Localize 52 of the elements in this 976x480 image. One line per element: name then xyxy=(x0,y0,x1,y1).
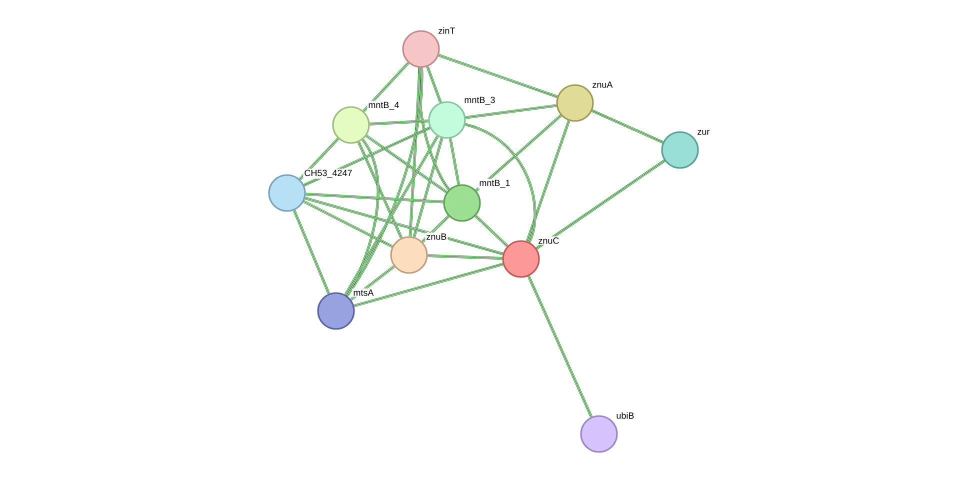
interaction-line xyxy=(474,215,508,247)
interaction-line xyxy=(346,68,424,296)
interaction-line xyxy=(418,67,450,190)
node-label: mntB_4 xyxy=(368,102,399,110)
interaction-line xyxy=(465,104,557,119)
protein-node: ubiB xyxy=(580,411,636,453)
interaction-line xyxy=(362,62,410,112)
interaction-line xyxy=(438,54,558,98)
node-label: mntB_1 xyxy=(480,180,510,188)
protein-node: znuC xyxy=(502,236,560,278)
protein-node: CH53_4247 xyxy=(268,168,354,212)
protein-node: znuB xyxy=(390,232,448,274)
interaction-line xyxy=(426,66,442,103)
node-label: CH53_4247 xyxy=(304,170,352,178)
interaction-line xyxy=(527,276,593,418)
protein-node: mtsA xyxy=(317,288,375,330)
protein-node: znuA xyxy=(556,80,614,122)
interaction-line xyxy=(412,138,444,238)
protein-node: zur xyxy=(661,128,711,169)
protein-node: mntB_4 xyxy=(332,100,400,144)
interaction-line xyxy=(449,138,460,185)
interaction-line xyxy=(464,123,536,243)
protein-node: zinT xyxy=(402,26,456,68)
node-label: zinT xyxy=(438,27,455,34)
interaction-line xyxy=(475,114,562,192)
interaction-line xyxy=(366,134,448,194)
interaction-line xyxy=(526,120,570,242)
node-label: znuB xyxy=(426,234,446,240)
interaction-line xyxy=(345,138,380,296)
interaction-line xyxy=(350,265,395,301)
protein-node: mntB_3 xyxy=(428,96,496,139)
interaction-line xyxy=(344,136,439,296)
interaction-line xyxy=(305,192,444,204)
interaction-line xyxy=(369,120,429,126)
protein-node: mntB_1 xyxy=(443,178,512,222)
interaction-line xyxy=(536,160,666,250)
node-label: znuA xyxy=(592,82,613,88)
interaction-line xyxy=(408,67,422,237)
node-label: znuC xyxy=(538,237,559,244)
interaction-line xyxy=(592,110,664,144)
node-label: mntB_3 xyxy=(464,96,495,105)
interaction-line xyxy=(298,138,340,180)
node-label: zur xyxy=(698,130,710,135)
interaction-line xyxy=(303,200,393,248)
interaction-line xyxy=(422,215,450,243)
node-label: ubiB xyxy=(616,412,634,419)
interaction-line xyxy=(354,262,504,308)
node-label: mtsA xyxy=(354,290,374,296)
interaction-line xyxy=(357,142,403,238)
interaction-line xyxy=(428,254,503,260)
interaction-line xyxy=(293,210,330,294)
interaction-line xyxy=(304,196,504,256)
